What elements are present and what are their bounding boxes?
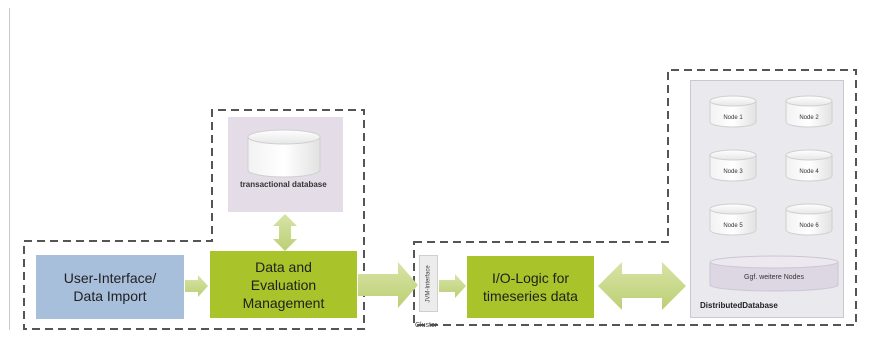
node-2-icon	[785, 95, 833, 128]
jvm-interface-box	[419, 255, 438, 312]
more-nodes-cylinder-icon	[709, 255, 839, 292]
data-evaluation-label: Data and Evaluation Management	[242, 258, 325, 311]
arrow-jvm-to-io	[439, 274, 466, 298]
io-logic-label: I/O-Logic for timeseries data	[483, 270, 578, 304]
arrow-dem-to-jvm	[358, 262, 418, 308]
node-5-icon	[709, 203, 757, 236]
jvm-interface-label: JVM-Interface	[425, 264, 432, 303]
node-label: Node 1	[723, 115, 743, 121]
transactional-db-label: transactional database	[240, 180, 327, 189]
data-evaluation-block: Data and Evaluation Management	[210, 251, 357, 318]
distributed-db-label: DistributedDatabase	[700, 301, 778, 310]
user-interface-block: User-Interface/ Data Import	[36, 255, 184, 319]
node-label: Node 5	[723, 223, 743, 229]
left-group-boundary	[23, 109, 365, 330]
node-label: Node 4	[799, 169, 819, 175]
double-arrow-io-to-db	[598, 262, 686, 310]
node-label: Node 3	[723, 169, 743, 175]
node-4-icon	[785, 149, 833, 182]
transactional-db-cylinder-icon	[247, 129, 321, 178]
cluster-label: Cluster	[415, 322, 438, 329]
node-1-icon	[709, 95, 757, 128]
cluster-group-boundary	[413, 69, 857, 326]
node-3-icon	[709, 149, 757, 182]
jvm-interface-label-wrap: JVM-Interface	[419, 255, 438, 312]
node-cylinder-icons	[709, 95, 833, 236]
io-logic-block: I/O-Logic for timeseries data	[467, 256, 594, 318]
user-interface-label: User-Interface/ Data Import	[63, 270, 157, 304]
vertical-double-arrow	[273, 214, 297, 251]
node-6-icon	[785, 203, 833, 236]
left-margin-line	[9, 8, 10, 330]
more-nodes-label: Ggf. weitere Nodes	[744, 274, 804, 281]
arrow-ui-to-dem	[185, 275, 208, 297]
node-label: Node 2	[799, 115, 819, 121]
node-label: Node 6	[799, 223, 819, 229]
